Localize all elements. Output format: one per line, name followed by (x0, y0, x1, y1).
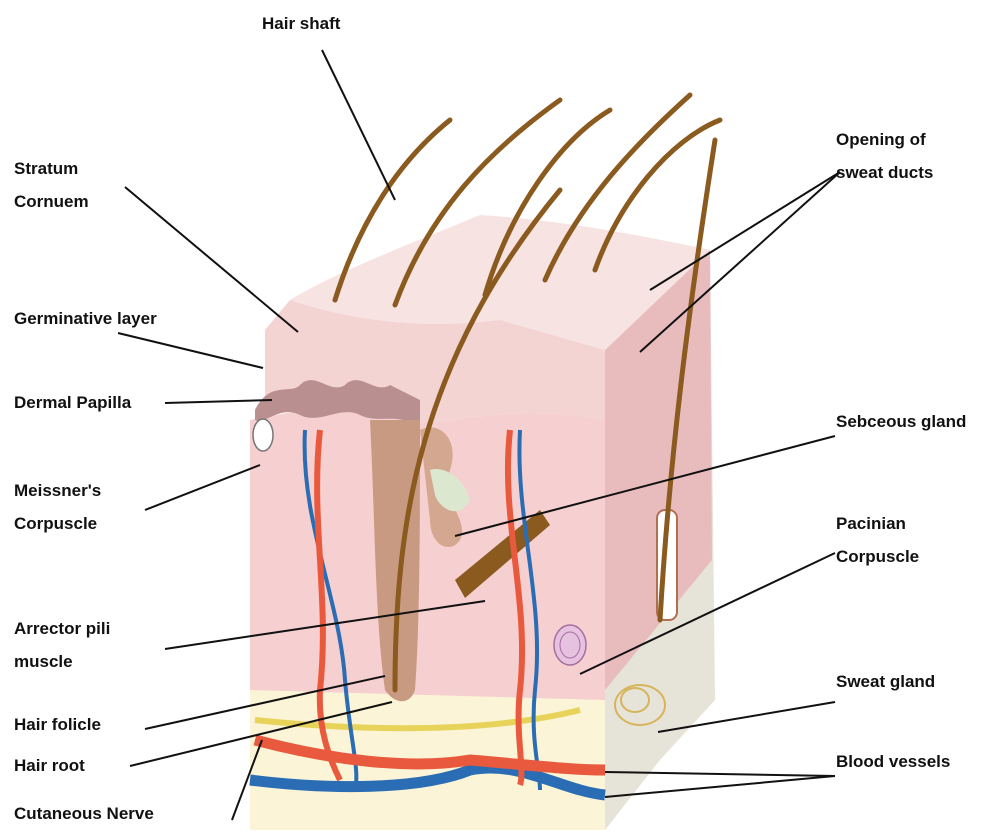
label-arrector-pili-muscle: Arrector pili muscle (14, 612, 110, 678)
label-dermal-papilla: Dermal Papilla (14, 386, 131, 419)
label-stratum-cornuem-line1: Stratum (14, 152, 89, 185)
label-sweat-ducts-line2: sweat ducts (836, 156, 933, 189)
leader-cutaneous-nerve (232, 740, 262, 820)
leader-blood-vessels-2 (605, 776, 835, 797)
leader-hair-root (130, 702, 392, 766)
leader-sweat-ducts-1 (650, 172, 840, 290)
label-meissners-corpuscle: Meissner's Corpuscle (14, 474, 101, 540)
label-arrector-pili-line1: Arrector pili (14, 612, 110, 645)
leader-meissners-corpuscle (145, 465, 260, 510)
leader-sweat-gland (658, 702, 835, 732)
leader-sebceous-gland (455, 436, 835, 536)
leader-blood-vessels-1 (605, 772, 835, 776)
label-stratum-cornuem: Stratum Cornuem (14, 152, 89, 218)
leader-germinative-layer (118, 333, 263, 368)
leader-arrector-pili (165, 601, 485, 649)
leader-pacinian-corpuscle (580, 553, 835, 674)
label-sweat-ducts-line1: Opening of (836, 123, 933, 156)
label-meissners-line2: Corpuscle (14, 507, 101, 540)
leader-dermal-papilla (165, 400, 272, 403)
label-arrector-pili-line2: muscle (14, 645, 110, 678)
label-hair-folicle: Hair folicle (14, 708, 101, 741)
label-stratum-cornuem-line2: Cornuem (14, 185, 89, 218)
label-pacinian-line2: Corpuscle (836, 540, 919, 573)
leader-sweat-ducts-2 (640, 172, 840, 352)
label-hair-root: Hair root (14, 749, 85, 782)
label-hair-shaft: Hair shaft (262, 7, 340, 40)
label-cutaneous-nerve: Cutaneous Nerve (14, 797, 154, 830)
leader-hair-folicle (145, 676, 385, 729)
label-sebceous-gland: Sebceous gland (836, 405, 966, 438)
label-blood-vessels: Blood vessels (836, 745, 950, 778)
label-pacinian-corpuscle: Pacinian Corpuscle (836, 507, 919, 573)
label-pacinian-line1: Pacinian (836, 507, 919, 540)
leader-hair-shaft (322, 50, 395, 200)
label-germinative-layer: Germinative layer (14, 302, 157, 335)
label-opening-of-sweat-ducts: Opening of sweat ducts (836, 123, 933, 189)
label-sweat-gland: Sweat gland (836, 665, 935, 698)
label-meissners-line1: Meissner's (14, 474, 101, 507)
